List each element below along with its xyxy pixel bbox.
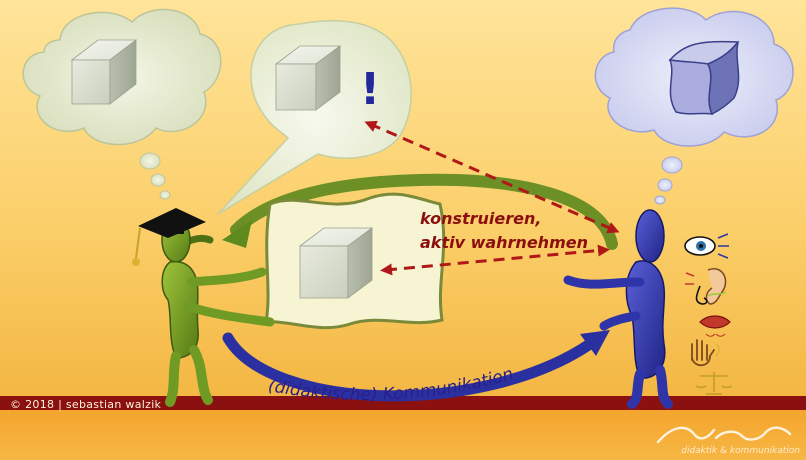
cube-on-sheet [298,227,374,299]
message-sheet [264,192,446,330]
cube-in-left-cloud [70,39,138,105]
dashed-arrow-sheet-to-receiver [380,244,610,276]
copyright-text: © 2018 | sebastian walzik [10,398,162,411]
thought-cloud-left [22,8,222,200]
mouth-icon [699,315,731,337]
footer-bar [0,396,806,410]
senses-icons [684,233,733,395]
logo-subtitle: didaktik & kommunikation [681,446,800,456]
distorted-cube [668,40,740,116]
arrow-communication-blue [222,330,610,402]
dashed-arrow-bubble-to-receiver [364,120,620,234]
footer-panel [0,410,806,460]
graduation-cap-icon [132,208,206,266]
thought-cloud-right [594,7,794,205]
eye-icon [684,233,729,259]
speech-bubble: ! [217,19,412,215]
brand-logo [656,426,792,444]
cube-in-speech-bubble [274,45,342,111]
label-construct-line1: konstruieren, [420,209,541,228]
receiver-figure [563,209,673,409]
nose-icon [695,285,727,305]
scales-icon [695,372,733,395]
sender-figure [132,208,275,407]
exclamation-mark: ! [360,64,380,115]
label-construct-line2: aktiv wahrnehmen [420,233,588,252]
hand-icon [691,339,720,367]
